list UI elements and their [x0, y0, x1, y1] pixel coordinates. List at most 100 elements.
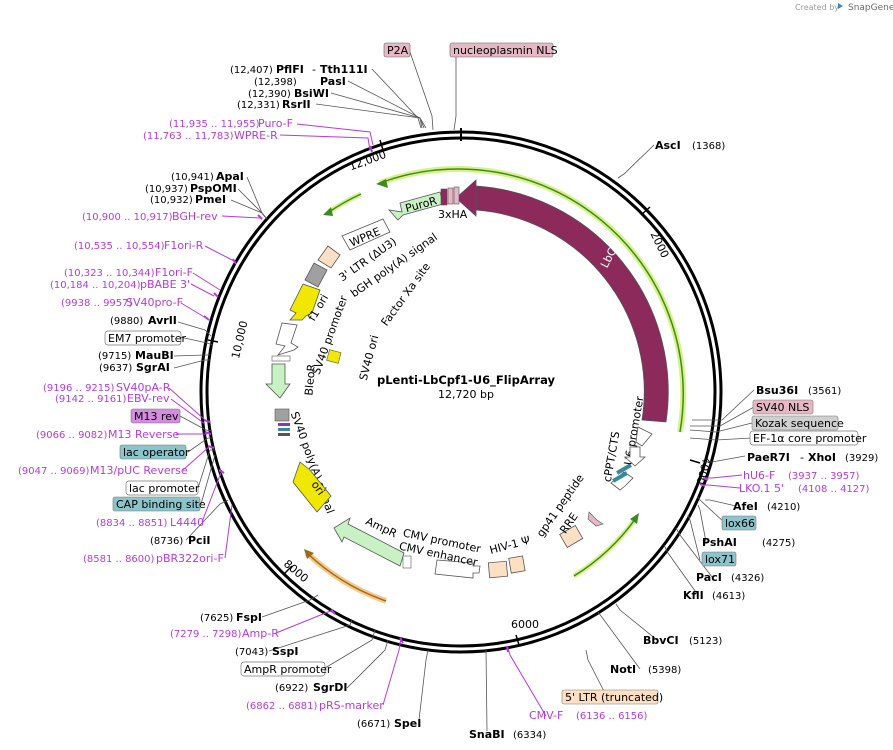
sv40par-range: (9196 .. 9215)	[43, 383, 115, 394]
lac-operator-box	[119, 444, 187, 460]
sgrdi-name: SgrDI	[313, 681, 347, 694]
tick-6000: 6000	[511, 618, 539, 631]
pshai-name: PshAI	[702, 536, 737, 549]
noti-name: NotI	[610, 663, 636, 676]
f1orir-name: F1ori-R	[164, 239, 204, 252]
snabi-pos: (6334)	[513, 730, 546, 741]
rre-feature	[559, 524, 584, 548]
kozak-label: Kozak sequence	[755, 417, 844, 430]
ampr-orange-arc	[306, 552, 387, 602]
primer-marks	[203, 145, 709, 653]
hiv-psi-feature	[508, 555, 526, 574]
lox71-mark	[616, 463, 632, 475]
puror-label: PuroR	[404, 194, 439, 215]
xhoi-dash: -	[800, 451, 804, 464]
prs-range: (6862 .. 6881)	[246, 701, 318, 712]
orf-arc-lbcpf1	[379, 168, 684, 433]
puror-feature	[387, 191, 444, 221]
plasmid-name: pLenti-LbCpf1-U6_FlipArray	[377, 373, 555, 388]
cap-binding-label: CAP binding site	[116, 498, 206, 511]
rsrii-name: RsrII	[282, 98, 311, 111]
pflfi-name: PflFI	[276, 63, 304, 76]
lox66-label: lox66	[725, 517, 755, 530]
purof-name: Puro-F	[258, 117, 293, 130]
m13reverse-name: M13 Reverse	[108, 428, 179, 441]
paci-pos: (4326)	[731, 573, 764, 584]
avrii-pos: (9880)	[110, 316, 143, 327]
noti-pos: (5398)	[648, 665, 681, 676]
asci-pos: (1368)	[692, 141, 725, 152]
f1orir-range: (10,535 .. 10,554)	[74, 241, 165, 252]
sv40prof-range: (9938 .. 9957)	[61, 298, 133, 309]
snapgene-logo-text: SnapGene	[848, 3, 893, 13]
ebvrev-range: (9142 .. 9161)	[55, 394, 127, 405]
sgrai-name: SgrAI	[136, 361, 170, 374]
ltr5-label-box	[561, 689, 659, 705]
asci-name: AscI	[655, 139, 681, 152]
m13puc-name: M13/pUC Reverse	[90, 464, 188, 477]
m13puc-range: (9047 .. 9069)	[18, 466, 90, 477]
bghrev-range: (10,900 .. 10,917)	[82, 212, 173, 223]
hiv-label: HIV-1 Ψ	[488, 534, 532, 557]
apai-pos: (10,941)	[171, 172, 214, 183]
sgrdi-pos: (6922)	[275, 683, 308, 694]
bsu36i-name: Bsu36I	[756, 384, 798, 397]
f1ori-feature	[289, 283, 321, 321]
ltr5-label: 5' LTR (truncated)	[565, 691, 663, 704]
bleor-label: BleoR	[302, 363, 318, 396]
orf-arrowhead-small-2	[630, 513, 639, 524]
bsu36i-pos: (3561)	[808, 386, 841, 397]
sv40pa-feature	[274, 408, 290, 422]
lbcpf1-arrowhead	[455, 179, 477, 217]
paer7i-name: PaeR7I	[747, 451, 790, 464]
lko15-range: (4108 .. 4127)	[798, 484, 870, 495]
ltr5-feature	[487, 560, 509, 579]
ha-box	[447, 187, 454, 205]
kozak-box	[751, 415, 839, 431]
cmv-feature	[434, 559, 481, 579]
ha-label: 3xHA	[438, 208, 468, 221]
pbabe3-range: (10,184 .. 10,204)	[50, 280, 141, 291]
gp41-feature	[587, 511, 604, 527]
lbcpf1-feature	[475, 185, 669, 423]
sspi-pos: (7043)	[235, 647, 268, 658]
nucleoplasmin-nls-box	[449, 42, 554, 58]
em7-feature	[271, 355, 291, 362]
ampr-primer-range: (7279 .. 7298)	[170, 629, 242, 640]
bsiwi-pos: (12,390)	[248, 89, 291, 100]
kfli-pos: (4613)	[712, 591, 745, 602]
ef1a-label: EF-1α core promoter	[753, 432, 867, 445]
orf-arrowhead	[376, 179, 388, 188]
pflfi-pos: (12,407)	[230, 65, 273, 76]
ampr-primer-name: Amp-R	[242, 627, 279, 640]
tick-4000: 4000	[693, 455, 713, 485]
rsrii-pos: (12,331)	[237, 100, 280, 111]
tth111i-name: Tth111I	[320, 63, 368, 76]
sgrai-pos: (9637)	[99, 363, 132, 374]
lox71-box	[701, 551, 737, 567]
ef1a-feature	[635, 426, 653, 447]
tick-8000: 8000	[281, 557, 311, 585]
orf-glow-small-2	[572, 516, 639, 579]
lac-promoter-label: lac promoter	[129, 482, 200, 495]
wpre-feature	[341, 218, 391, 251]
kfli-name: KflI	[683, 589, 704, 602]
bghrev-name: BGH-rev	[172, 210, 218, 223]
pbabe3-name: pBABE 3'	[140, 278, 190, 291]
orf-arrowhead-small-1	[323, 207, 333, 216]
lox71-label: lox71	[705, 553, 735, 566]
wprer-name: WPRE-R	[234, 129, 278, 142]
sspi-name: SspI	[272, 645, 298, 658]
creator-prefix: Created by	[795, 3, 839, 12]
sv40par-name: SV40pA-R	[116, 381, 171, 394]
wprer-range: (11,763 .. 11,783)	[143, 131, 234, 142]
cmvf-name: CMV-F	[529, 709, 563, 722]
paci-name: PacI	[696, 571, 722, 584]
paer7i-pos: (3929)	[845, 453, 878, 464]
bsiwi-name: BsiWI	[294, 87, 329, 100]
bleor-feature	[265, 363, 291, 399]
cppt-label: cPPT/CTS	[601, 430, 623, 483]
p2a-label-box	[383, 42, 411, 58]
m13rev-box	[130, 408, 181, 424]
